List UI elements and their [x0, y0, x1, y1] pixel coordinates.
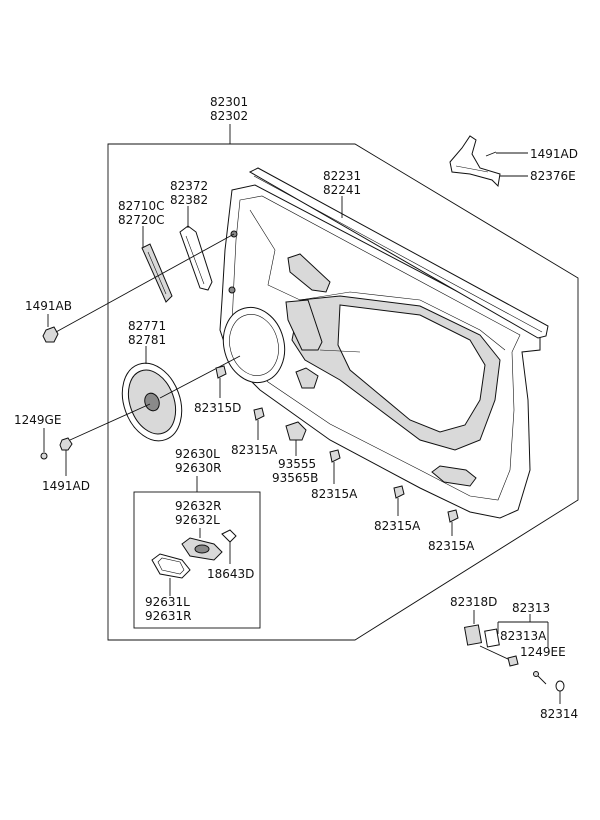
- label-1491AD-left: 1491AD: [42, 479, 90, 493]
- assembly-frame: [107, 143, 579, 641]
- label-93555: 93555: [278, 457, 316, 471]
- clip-82315A-2: [329, 449, 341, 463]
- bracket-82318D: [463, 624, 483, 646]
- screw-1249EE-head: [533, 671, 539, 677]
- screw-1491AD-left: [59, 437, 73, 451]
- switch-bezel-detail: [147, 251, 167, 295]
- garnish-bracket: [449, 135, 501, 188]
- label-82313A: 82313A: [500, 629, 547, 643]
- screw-1491AD-top: [485, 151, 497, 157]
- lamp-housing-socket: [194, 544, 210, 554]
- courtesy-lamp-lens: [431, 465, 477, 487]
- bracket-82313A: [484, 628, 500, 648]
- label-82302: 82302: [210, 109, 248, 123]
- clip-hole: [228, 286, 236, 294]
- label-82710C: 82710C: [118, 199, 165, 213]
- clip-82315A-3: [393, 485, 405, 499]
- screw-1491AB: [42, 326, 59, 343]
- clip-82315A-4: [447, 509, 459, 523]
- door-trim-inner-edge: [231, 195, 521, 501]
- door-pocket: [337, 304, 486, 433]
- inside-handle-detail: [185, 235, 205, 285]
- door-trim-upper-contour: [249, 209, 506, 351]
- label-1491AD-top: 1491AD: [530, 147, 578, 161]
- washer-82314: [555, 680, 565, 692]
- speaker-grille-ring: [229, 314, 279, 376]
- screw-1249GE-head: [40, 452, 48, 460]
- leader-speaker-screw: [69, 403, 151, 441]
- label-82382: 82382: [170, 193, 208, 207]
- belt-weatherstrip-edge: [253, 175, 543, 333]
- inside-handle: [179, 225, 213, 291]
- clip-82315A-1: [253, 407, 265, 421]
- lamp-lens: [151, 553, 191, 579]
- label-82315A-2: 82315A: [311, 487, 358, 501]
- label-92630L: 92630L: [175, 447, 220, 461]
- label-82720C: 82720C: [118, 213, 165, 227]
- pull-cup-cover: [285, 421, 307, 441]
- armrest-step: [319, 349, 361, 353]
- label-82231: 82231: [323, 169, 361, 183]
- label-82241: 82241: [323, 183, 361, 197]
- label-92632R: 92632R: [175, 499, 222, 513]
- label-92631R: 92631R: [145, 609, 192, 623]
- label-82376E: 82376E: [530, 169, 576, 183]
- bulb: [221, 529, 237, 543]
- label-82781: 82781: [128, 333, 166, 347]
- label-1249GE: 1249GE: [14, 413, 61, 427]
- label-82372: 82372: [170, 179, 208, 193]
- label-82315A-3: 82315A: [374, 519, 421, 533]
- label-92631L: 92631L: [145, 595, 190, 609]
- label-82314: 82314: [540, 707, 578, 721]
- switch-recess: [285, 299, 323, 351]
- label-92632L: 92632L: [175, 513, 220, 527]
- label-82313: 82313: [512, 601, 550, 615]
- garnish-bracket-detail: [455, 165, 489, 173]
- clip-82315D: [215, 365, 227, 379]
- label-1249EE: 1249EE: [520, 645, 566, 659]
- label-82315A-1: 82315A: [231, 443, 278, 457]
- label-93565B: 93565B: [272, 471, 318, 485]
- leader-fastener: [479, 645, 511, 661]
- label-82771: 82771: [128, 319, 166, 333]
- label-92630R: 92630R: [175, 461, 222, 475]
- label-82315D: 82315D: [194, 401, 241, 415]
- label-82315A-4: 82315A: [428, 539, 475, 553]
- lamp-lens-inner: [157, 557, 185, 575]
- leader-1491AB-to-panel: [55, 233, 235, 333]
- label-82301: 82301: [210, 95, 248, 109]
- label-82318D: 82318D: [450, 595, 497, 609]
- inner-handle-recess: [287, 253, 331, 293]
- leader-speaker-to-panel: [159, 355, 241, 399]
- pull-cup: [295, 367, 319, 389]
- label-1491AB: 1491AB: [25, 299, 72, 313]
- speaker-center: [144, 392, 160, 412]
- nut-82313A: [507, 655, 519, 667]
- speaker-grille-opening: [222, 306, 286, 384]
- label-18643D: 18643D: [207, 567, 254, 581]
- belt-weatherstrip: [248, 167, 549, 339]
